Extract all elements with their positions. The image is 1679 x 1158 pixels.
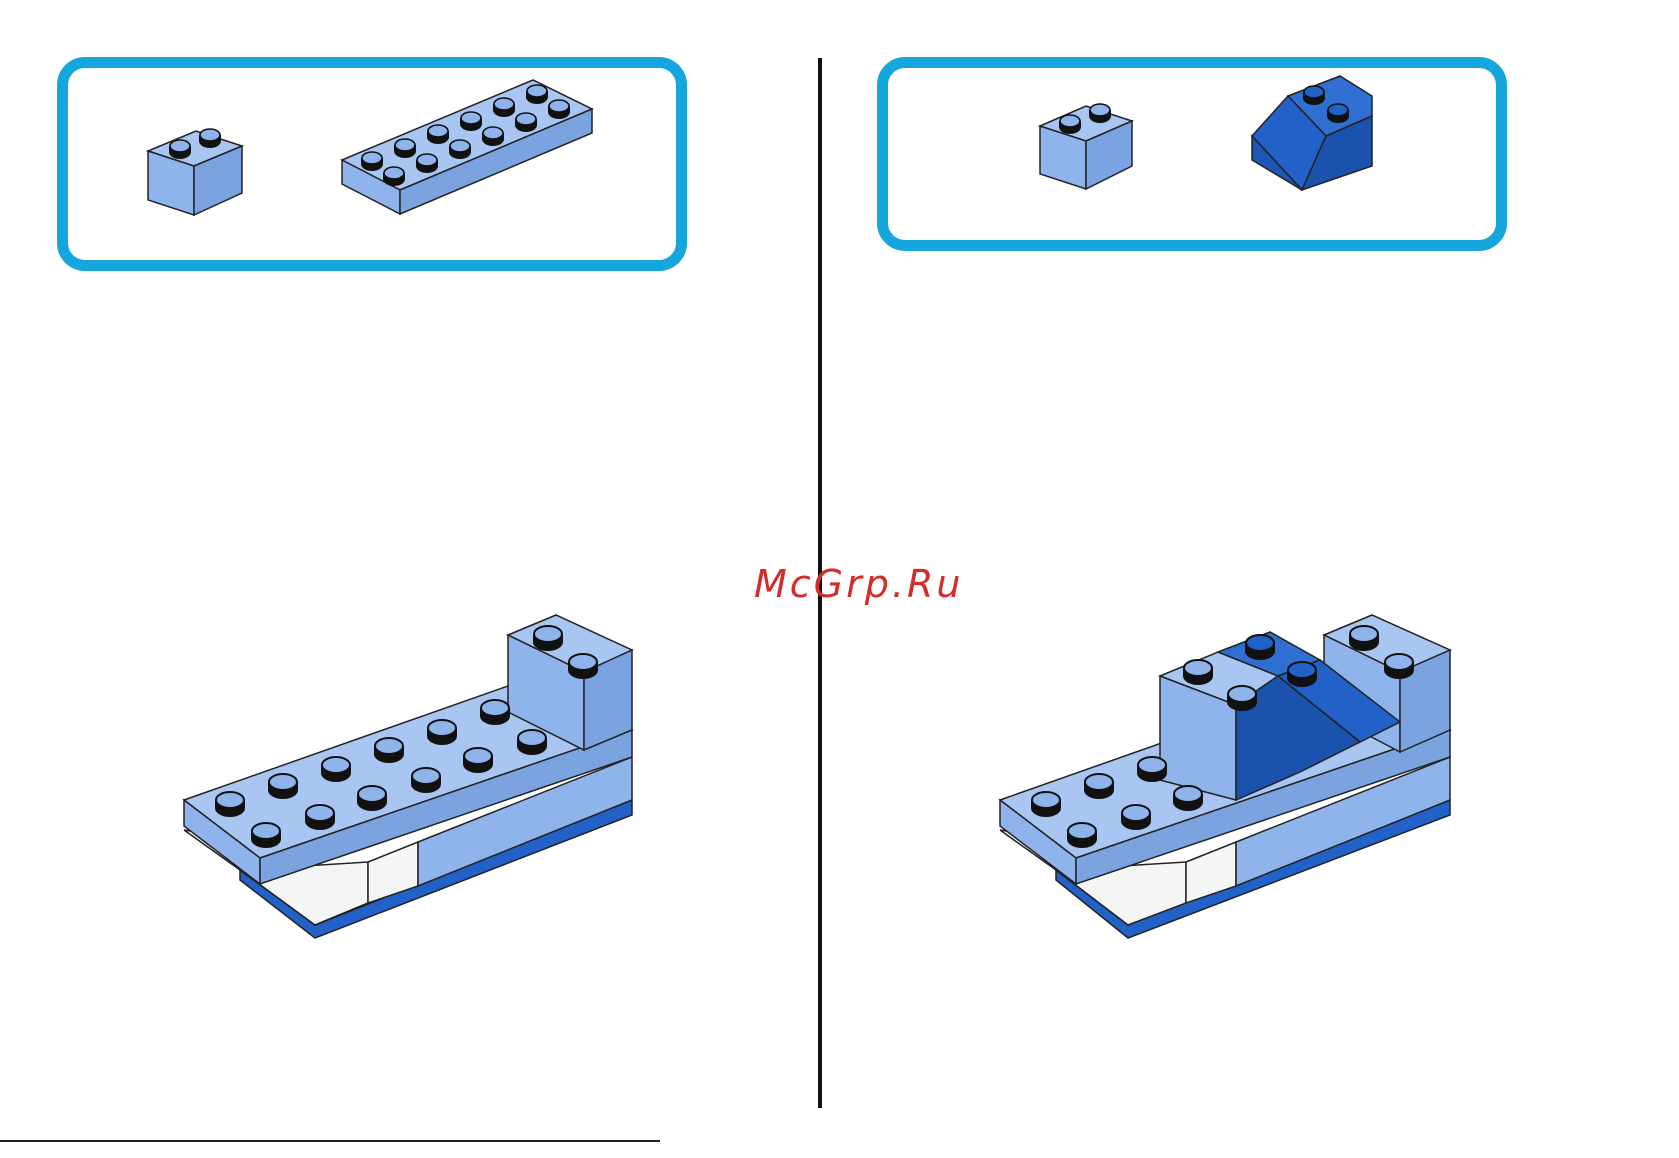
part-slope-2x2 <box>1252 76 1372 190</box>
part-brick-2x1 <box>148 129 242 215</box>
part-brick-2x1-b <box>1040 104 1132 189</box>
part-plate-2x6 <box>342 80 592 214</box>
footer-rule <box>0 1140 660 1142</box>
model-step-2 <box>1000 615 1450 938</box>
watermark-text: McGrp.Ru <box>754 562 963 606</box>
model-step-1 <box>184 615 632 938</box>
